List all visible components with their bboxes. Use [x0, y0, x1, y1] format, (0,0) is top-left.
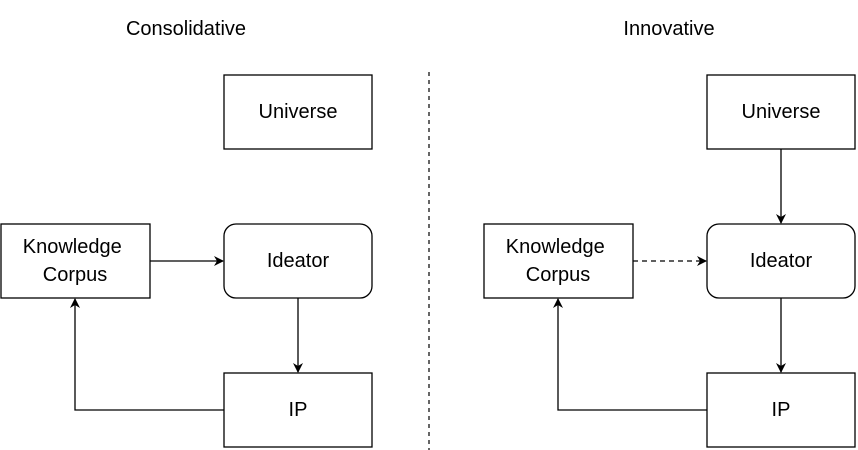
left-corpus-line: Corpus [43, 264, 107, 286]
right-knowledge-line: Knowledge [506, 236, 605, 258]
right-edge-ip-to-corpus [553, 298, 707, 411]
right-knowledge-corpus-label: Knowledge Corpus [506, 236, 611, 286]
right-universe-node [706, 74, 856, 150]
right-universe-label: Universe [742, 101, 821, 123]
consolidative-title: Consolidative [126, 18, 246, 40]
right-ideator-label: Ideator [750, 250, 813, 272]
left-ideator-label: Ideator [267, 250, 330, 272]
right-ip-node [706, 372, 856, 448]
consolidative-panel: Consolidative Universe Knowledge Corpus … [0, 18, 373, 448]
right-corpus-line: Corpus [526, 264, 590, 286]
left-knowledge-corpus-label: Knowledge Corpus [23, 236, 128, 286]
left-universe-label: Universe [259, 101, 338, 123]
right-ip-label: IP [772, 399, 791, 421]
left-knowledge-corpus-node [0, 223, 151, 299]
left-edge-ip-to-corpus [70, 298, 224, 411]
left-universe-node [223, 74, 373, 150]
left-knowledge-line: Knowledge [23, 236, 122, 258]
left-ip-node [223, 372, 373, 448]
left-ip-label: IP [289, 399, 308, 421]
innovative-panel: Innovative Universe Knowledge Corpus Ide… [483, 18, 856, 448]
innovative-title: Innovative [623, 18, 714, 40]
